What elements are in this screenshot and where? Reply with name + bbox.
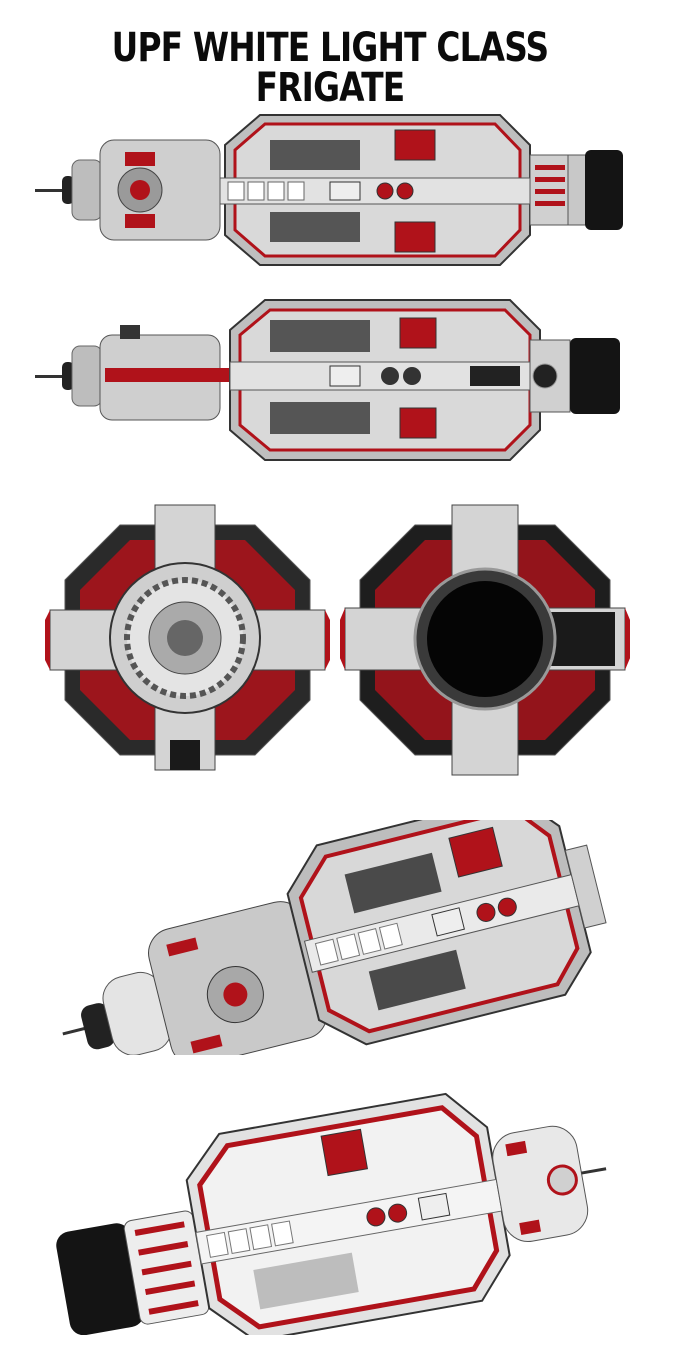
side-view-starboard: [35, 299, 620, 461]
rear-view: [340, 504, 630, 776]
page-title: UPF WHITE LIGHT CLASS FRIGATE: [111, 25, 550, 111]
front-view: [45, 504, 330, 771]
side-view-port: [35, 114, 623, 266]
perspective-view-bottom: [56, 1092, 607, 1335]
engine-section: [529, 150, 623, 230]
nose-cone: [62, 139, 221, 241]
antenna: [35, 189, 65, 192]
hull-body: [219, 114, 531, 266]
perspective-view-top: [62, 820, 607, 1055]
